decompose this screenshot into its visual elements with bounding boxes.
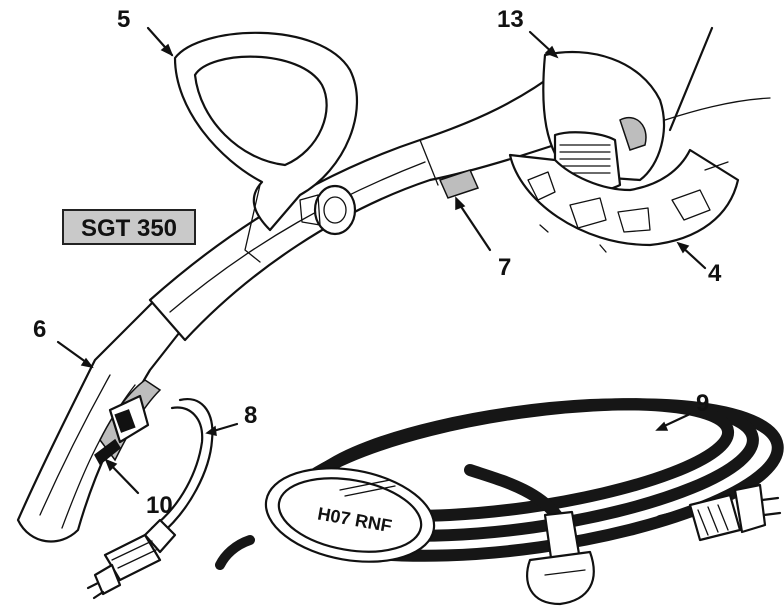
model-label-box: SGT 350 — [62, 209, 196, 245]
locking-nut — [438, 169, 480, 199]
callout-10: 10 — [146, 492, 173, 519]
mains-cable — [86, 397, 214, 600]
motor-housing — [542, 50, 665, 194]
callout-13: 13 — [497, 6, 524, 33]
power-switch — [94, 394, 150, 466]
front-handle — [173, 31, 359, 263]
handle-knob — [299, 184, 357, 236]
model-label: SGT 350 — [80, 215, 178, 242]
cutting-line — [664, 97, 771, 121]
callout-4: 4 — [708, 260, 722, 287]
safety-guard — [508, 148, 740, 253]
leader-lines — [56, 26, 714, 495]
callout-9: 9 — [696, 390, 710, 417]
extension-socket: H07 RNF — [215, 467, 436, 570]
callout-6: 6 — [33, 316, 47, 343]
callout-7: 7 — [498, 254, 512, 281]
callout-8: 8 — [244, 402, 258, 429]
callout-5: 5 — [117, 6, 131, 33]
